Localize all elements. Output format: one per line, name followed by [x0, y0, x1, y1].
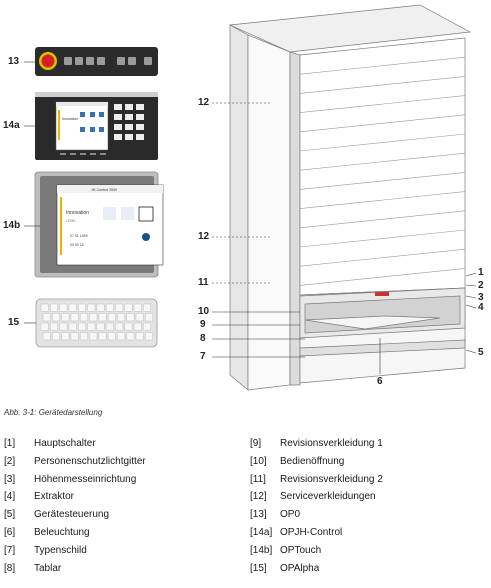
callout-9: 9: [200, 319, 206, 330]
legend-item: [5] Gerätesteuerung: [4, 506, 146, 524]
legend-text: Höhenmesseinrichtung: [34, 473, 137, 485]
legend-key: [13]: [250, 509, 267, 521]
legend-left: [1] Hauptschalter [2] Personenschutzlichtgi…: [4, 435, 146, 577]
legend-item: [4] Extraktor: [4, 488, 146, 506]
callout-15: 15: [8, 317, 20, 328]
legend-item: [3] Höhenmesseinrichtung: [4, 471, 146, 489]
legend-key: [11]: [250, 473, 266, 485]
storage-tower: [228, 4, 472, 391]
legend-item: [2] Personenschutzlichtgitter: [4, 453, 146, 471]
legend-text: OP0: [280, 509, 301, 521]
legend-text: OPJH-Control: [280, 526, 343, 538]
legend-right: [9] Revisionsverkleidung 1 [10] Bedienöffnu…: [250, 435, 383, 577]
legend-key: [12]: [250, 491, 267, 503]
legend-text: Extraktor: [34, 491, 75, 503]
legend-item: [9] Revisionsverkleidung 1: [250, 435, 383, 453]
legend-text: Revisionsverkleidung 2: [280, 473, 383, 485]
legend-key: [2]: [4, 455, 16, 467]
legend-item: [1] Hauptschalter: [4, 435, 146, 453]
svg-text:07 01 1989: 07 01 1989: [70, 234, 88, 238]
legend-key: [1]: [4, 438, 16, 449]
legend-text: OPAlpha: [280, 562, 320, 574]
callout-14b: 14b: [3, 220, 21, 231]
legend-item: [11] Revisionsverkleidung 2: [250, 471, 383, 489]
legend-text: Personenschutzlichtgitter: [34, 455, 146, 467]
opalpha-keyboard: [35, 298, 158, 348]
callout-4: 4: [478, 302, 484, 313]
legend-item: [14a] OPJH-Control: [250, 524, 383, 542]
legend-key: [14b]: [250, 544, 273, 556]
callout-6: 6: [377, 376, 383, 387]
callout-5: 5: [478, 347, 484, 358]
legend-key: [15]: [250, 562, 267, 574]
callout-8: 8: [200, 333, 206, 344]
legend-key: [5]: [4, 509, 16, 521]
legend-key: [9]: [250, 438, 262, 449]
legend-text: Serviceverkleidungen: [280, 491, 376, 503]
callout-3: 3: [478, 292, 484, 303]
legend-key: [7]: [4, 544, 16, 556]
legend-item: [8] Tablar: [4, 560, 146, 578]
legend-text: Gerätesteuerung: [34, 509, 110, 521]
optouch-panel: JH-Control 2000 Innovation LEVEL 07 01 1…: [34, 171, 164, 278]
op0-panel: [35, 47, 158, 76]
svg-text:JH-Control 2000: JH-Control 2000: [91, 188, 117, 192]
legend-text: Bedienöffnung: [280, 455, 345, 467]
callout-10: 10: [198, 306, 210, 317]
legend-key: [14a]: [250, 526, 273, 538]
emergency-stop-icon: [41, 54, 55, 68]
legend-key: [10]: [250, 455, 267, 467]
legend-key: [8]: [4, 562, 16, 574]
legend-item: [7] Typenschild: [4, 542, 146, 560]
legend-text: Typenschild: [34, 544, 87, 556]
legend-item: [15] OPAlpha: [250, 560, 383, 578]
legend-item: [10] Bedienöffnung: [250, 453, 383, 471]
legend-text: OPTouch: [280, 544, 322, 556]
device-illustration: Innovation JH-Control 2000 Innovation LE…: [24, 4, 477, 391]
svg-text:00 00 18: 00 00 18: [70, 243, 84, 247]
svg-text:Innovation: Innovation: [62, 117, 78, 121]
callout-12-lower: 12: [198, 231, 210, 242]
callout-13: 13: [8, 56, 20, 67]
legend-text: Beleuchtung: [34, 526, 90, 538]
callout-7: 7: [200, 351, 206, 362]
svg-text:LEVEL: LEVEL: [66, 219, 76, 223]
legend-item: [12] Serviceverkleidungen: [250, 488, 383, 506]
legend-text: Hauptschalter: [34, 438, 96, 449]
legend-text: Revisionsverkleidung 1: [280, 438, 383, 449]
figure-caption: Abb. 3-1: Gerätedarstellung: [4, 408, 103, 417]
legend-text: Tablar: [34, 562, 62, 574]
callout-2: 2: [478, 280, 484, 291]
legend-key: [4]: [4, 491, 16, 503]
legend-item: [6] Beleuchtung: [4, 524, 146, 542]
legend-item: [13] OP0: [250, 506, 383, 524]
callout-12-upper: 12: [198, 97, 210, 108]
callout-1: 1: [478, 267, 484, 278]
legend-key: [6]: [4, 526, 16, 538]
opjh-control-panel: Innovation: [35, 92, 158, 160]
info-icon: [142, 233, 150, 241]
svg-text:Innovation: Innovation: [66, 210, 89, 216]
legend-item: [14b] OPTouch: [250, 542, 383, 560]
callout-11: 11: [198, 277, 209, 288]
legend-key: [3]: [4, 473, 16, 485]
callout-14a: 14a: [3, 120, 20, 131]
